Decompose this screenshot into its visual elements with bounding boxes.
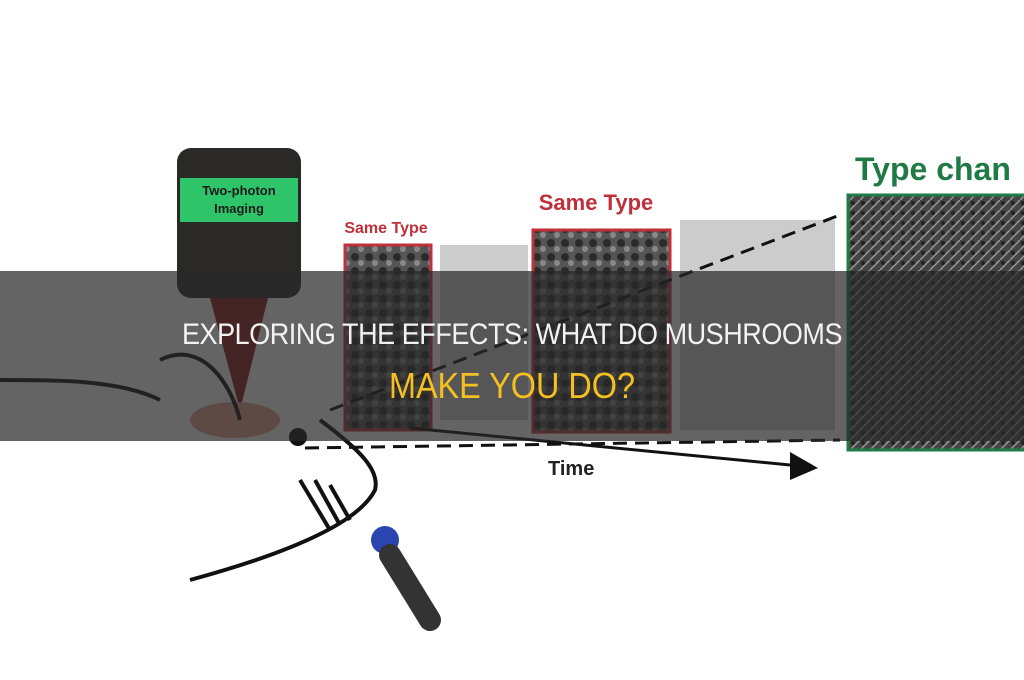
frame2-label: Same Type <box>539 190 654 215</box>
frame3-label: Type chan <box>855 151 1011 187</box>
time-arrowhead <box>790 452 818 480</box>
title-overlay-band <box>0 271 1024 441</box>
page-title-line2: MAKE YOU DO? <box>388 365 636 406</box>
page-title-line1: EXPLORING THE EFFECTS: WHAT DO MUSHROOMS <box>181 318 843 351</box>
frame1-label: Same Type <box>344 220 427 237</box>
objective-label: Two-photon <box>202 183 275 198</box>
objective-label-line2: Imaging <box>214 201 264 216</box>
stimulus-rod <box>379 544 441 631</box>
time-label: Time <box>548 458 594 480</box>
